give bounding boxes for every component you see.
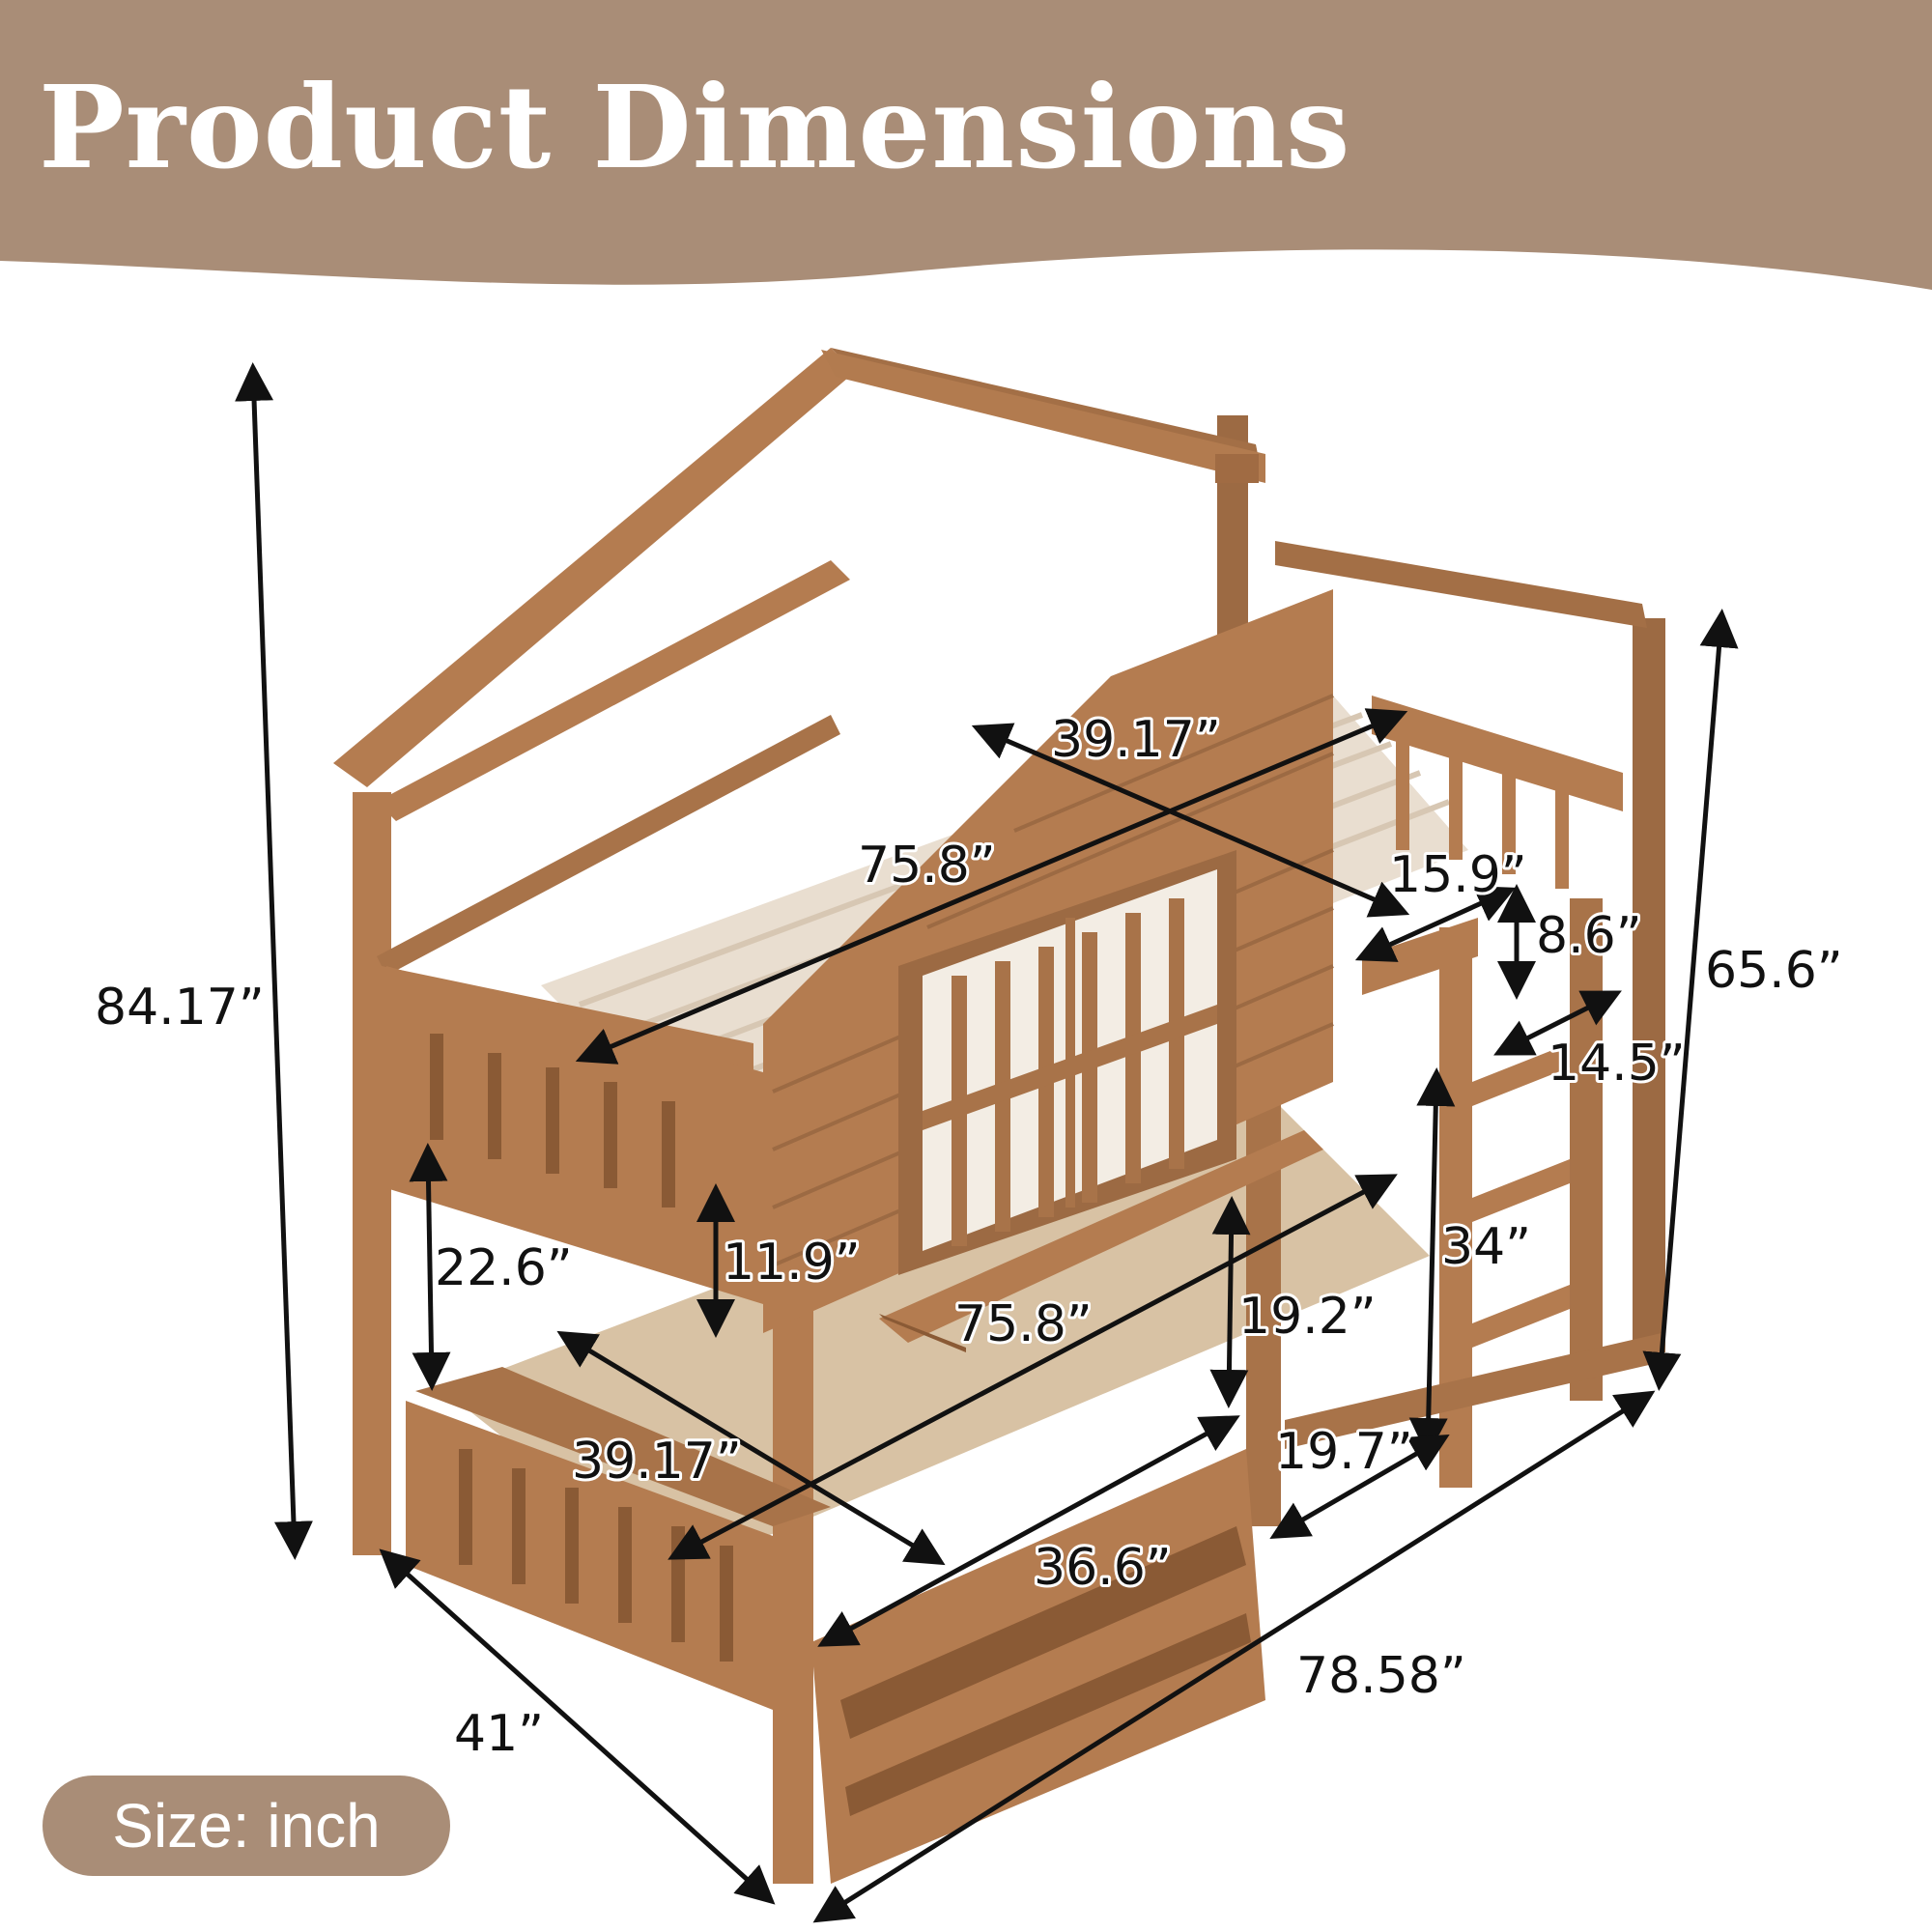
label-upper-opening: 14.5” xyxy=(1548,1035,1686,1093)
label-lower-clearance: 22.6” xyxy=(435,1239,573,1297)
page-title: Product Dimensions xyxy=(39,60,1351,194)
size-unit-label: Size: inch xyxy=(112,1791,381,1861)
arrow-upper-window-width xyxy=(1354,886,1517,962)
label-upper-length: 75.8” xyxy=(858,837,996,895)
label-desk-clearance: 19.2” xyxy=(1238,1288,1377,1346)
label-drawer-width: 36.6” xyxy=(1034,1539,1172,1597)
arrow-desk-clearance xyxy=(1209,1196,1251,1408)
arrow-upper-opening xyxy=(1493,990,1622,1056)
label-lower-length: 75.8” xyxy=(954,1295,1093,1353)
header-band xyxy=(0,0,1932,290)
arrow-length xyxy=(812,1390,1656,1923)
label-upper-window-width: 15.9” xyxy=(1389,846,1527,904)
arrow-rail-height xyxy=(1642,609,1739,1391)
label-width: 41” xyxy=(454,1705,544,1763)
label-rail-height: 65.6” xyxy=(1705,942,1843,1000)
label-upper-panel-height: 11.9” xyxy=(723,1234,861,1292)
arrow-width xyxy=(379,1548,776,1905)
dimension-labels: 84.17” 65.6” 78.58” 41” 75.8” 39.17” 15.… xyxy=(95,708,1843,1763)
label-ladder-height: 34” xyxy=(1441,1218,1531,1276)
label-overall-height: 84.17” xyxy=(95,979,265,1037)
label-length: 78.58” xyxy=(1296,1647,1466,1705)
arrow-ladder-height xyxy=(1408,1067,1456,1457)
arrow-upper-width xyxy=(971,723,1410,918)
arrow-ladder-width xyxy=(1269,1434,1450,1540)
size-unit-badge: Size: inch xyxy=(43,1776,450,1876)
label-upper-width: 39.17” xyxy=(1051,711,1221,769)
arrow-overall-height xyxy=(235,362,313,1560)
label-upper-guard-height: 8.6” xyxy=(1536,907,1642,965)
dimension-arrows xyxy=(235,362,1739,1923)
arrow-lower-clearance xyxy=(409,1143,451,1391)
arrow-drawer-width xyxy=(817,1415,1240,1647)
label-lower-width: 39.17” xyxy=(572,1433,742,1491)
label-ladder-width: 19.7” xyxy=(1275,1423,1413,1481)
